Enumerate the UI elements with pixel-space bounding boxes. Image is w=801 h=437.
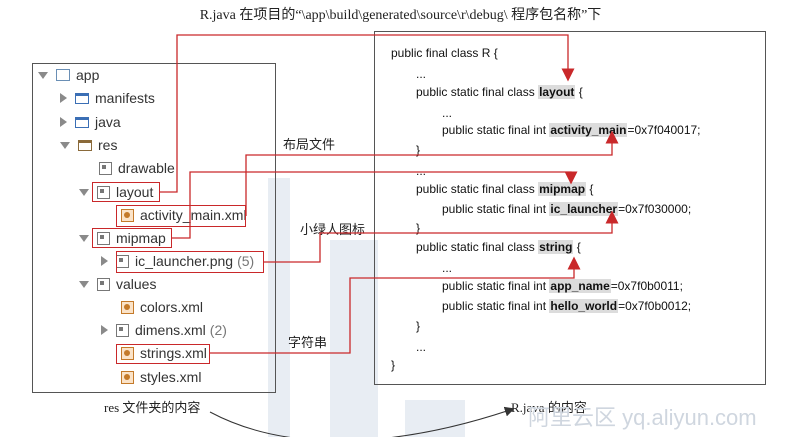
expand-arrow-icon[interactable] <box>38 71 48 79</box>
res-tree-panel <box>32 63 276 393</box>
xml-file-icon <box>121 300 134 314</box>
tree-label-mipmap: mipmap <box>116 230 166 246</box>
diagram-title: R.java 在项目的“\app\build\generated\source\… <box>199 8 602 23</box>
code-line-close: } <box>416 221 421 235</box>
label-string: 字符串 <box>288 335 328 350</box>
code-line-close: } <box>416 319 421 333</box>
tree-item-java[interactable]: java <box>60 114 121 130</box>
watermark-block-left <box>268 178 290 437</box>
tree-item-app[interactable]: app <box>38 67 99 83</box>
collapse-arrow-icon[interactable] <box>101 325 108 335</box>
tree-item-res[interactable]: res <box>60 137 117 153</box>
expand-arrow-icon[interactable] <box>60 141 70 149</box>
resource-folder-icon <box>97 231 110 245</box>
tree-label-values: values <box>116 276 157 292</box>
code-line-close-r: } <box>391 358 396 372</box>
xml-file-icon <box>121 208 134 222</box>
tree-item-colors[interactable]: colors.xml <box>121 299 203 315</box>
highlight-layout <box>92 182 160 202</box>
code-keyword-hello-world: hello_world <box>549 299 619 313</box>
tree-item-activity-main[interactable]: activity_main.xml <box>121 207 247 223</box>
xml-file-icon <box>121 346 134 360</box>
code-keyword-app-name: app_name <box>549 279 611 293</box>
tree-label-java: java <box>95 114 121 130</box>
label-layout-file: 布局文件 <box>283 137 336 152</box>
connector-layout <box>160 34 575 193</box>
code-line-dots: ... <box>442 261 453 275</box>
highlight-ic-launcher <box>116 251 264 273</box>
code-line-class-string: public static final class string { <box>416 240 581 254</box>
tree-label-colors: colors.xml <box>140 299 204 315</box>
code-line-class-mipmap: public static final class mipmap { <box>416 182 594 196</box>
tree-label-res: res <box>98 137 118 153</box>
code-line-ic-launcher: public static final int ic_launcher=0x7f… <box>442 202 692 216</box>
code-line-dots: ... <box>416 340 427 354</box>
collapse-arrow-icon[interactable] <box>60 117 67 127</box>
highlight-strings <box>116 344 210 364</box>
expand-arrow-icon[interactable] <box>79 280 89 288</box>
tree-label-manifests: manifests <box>95 90 155 106</box>
tree-item-manifests[interactable]: manifests <box>60 90 155 106</box>
code-line-class-r: public final class R { <box>391 46 498 60</box>
tree-label-activity-main: activity_main.xml <box>140 207 247 223</box>
resource-folder-icon <box>97 185 110 199</box>
file-count: (2) <box>209 322 227 338</box>
tree-label-styles: styles.xml <box>140 369 202 385</box>
highlight-mipmap <box>92 228 172 248</box>
code-keyword-ic-launcher: ic_launcher <box>549 202 619 216</box>
resource-folder-icon <box>97 277 110 291</box>
code-line-class-layout: public static final class layout { <box>416 85 583 99</box>
expand-arrow-icon[interactable] <box>79 188 89 196</box>
folder-icon <box>75 116 89 128</box>
res-folder-icon <box>78 139 92 151</box>
tree-item-styles[interactable]: styles.xml <box>121 369 201 385</box>
code-line-hello-world: public static final int hello_world=0x7f… <box>442 299 692 313</box>
code-keyword-layout: layout <box>538 85 576 99</box>
tree-item-values[interactable]: values <box>79 276 156 292</box>
collapse-arrow-icon[interactable] <box>60 93 67 103</box>
folder-icon <box>75 92 89 104</box>
watermark-text: 阿里云区 yq.aliyun.com <box>528 405 757 430</box>
tree-item-dimens[interactable]: dimens.xml (2) <box>101 322 227 338</box>
connector-ic-launcher <box>264 210 619 263</box>
caption-rjava-content: R.java 的内容 <box>511 400 587 415</box>
tree-label-strings: strings.xml <box>140 345 207 361</box>
code-keyword-mipmap: mipmap <box>538 182 587 196</box>
watermark-block-mid <box>330 240 378 437</box>
xml-file-icon <box>121 370 134 384</box>
module-icon <box>56 69 70 81</box>
expand-arrow-icon[interactable] <box>79 234 89 242</box>
code-line-dots: ... <box>416 67 427 81</box>
resource-folder-icon <box>116 323 129 337</box>
connector-strings <box>210 256 581 354</box>
code-line-app-name: public static final int app_name=0x7f0b0… <box>442 279 683 293</box>
tree-label-ic-launcher: ic_launcher.png <box>135 253 234 269</box>
connector-mipmap <box>172 171 578 239</box>
collapse-arrow-icon[interactable] <box>101 256 108 266</box>
tree-item-mipmap[interactable]: mipmap <box>79 230 166 246</box>
rjava-code-panel <box>374 31 766 385</box>
code-line-dots: ... <box>416 164 427 178</box>
code-keyword-string: string <box>538 240 574 254</box>
file-count: (5) <box>237 253 255 269</box>
code-line-close: } <box>416 143 421 157</box>
tree-label-drawable: drawable <box>118 160 175 176</box>
caption-res-content: res 文件夹的内容 <box>104 400 201 415</box>
tree-item-layout[interactable]: layout <box>79 184 153 200</box>
connector-activity-main <box>245 130 619 216</box>
tree-label-layout: layout <box>116 184 154 200</box>
tree-item-strings[interactable]: strings.xml <box>121 345 207 361</box>
resource-folder-icon <box>99 161 112 175</box>
tree-item-drawable[interactable]: drawable <box>99 160 175 176</box>
tree-label-app: app <box>76 67 100 83</box>
connector-caption-curve <box>209 406 515 437</box>
code-line-dots: ... <box>442 106 453 120</box>
tree-label-dimens: dimens.xml <box>135 322 206 338</box>
